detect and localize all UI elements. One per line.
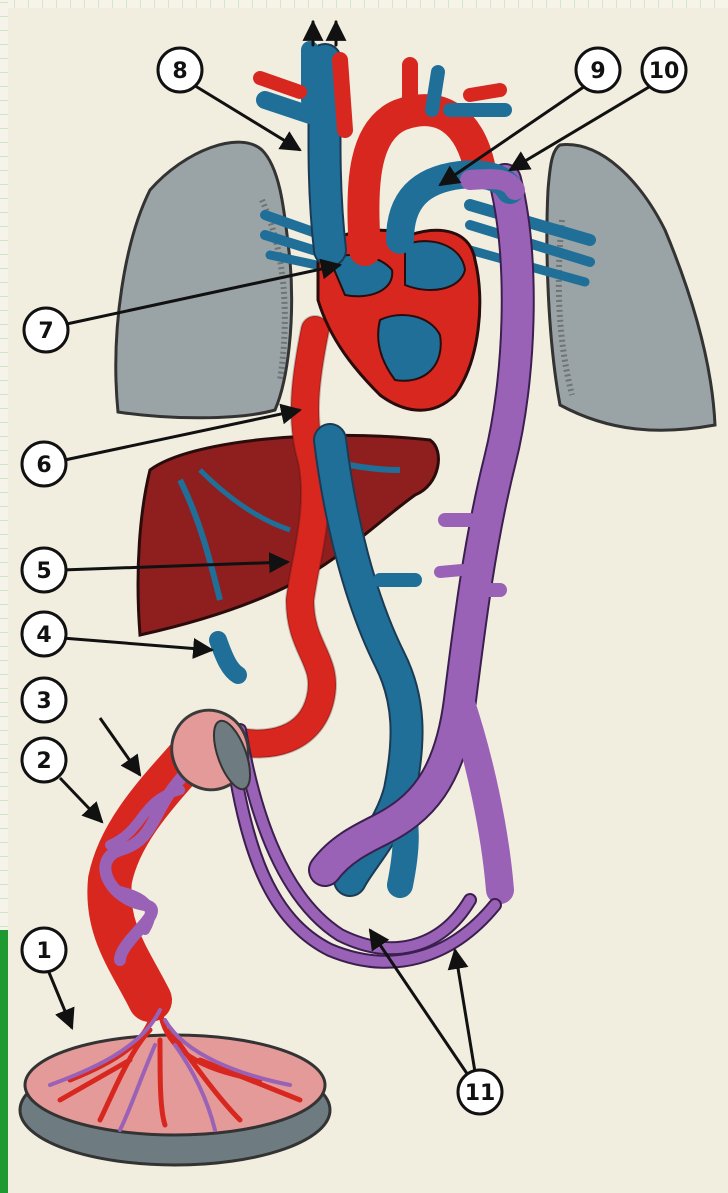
callout-8: 8 <box>158 48 202 92</box>
callout-6: 6 <box>22 442 66 486</box>
svg-text:9: 9 <box>590 59 605 84</box>
callout-9: 9 <box>576 48 620 92</box>
leader-2 <box>60 778 102 822</box>
leader-8 <box>192 84 300 150</box>
svg-text:7: 7 <box>38 319 53 344</box>
leader-3 <box>100 718 140 775</box>
callout-1: 1 <box>22 928 66 972</box>
callout-4: 4 <box>22 612 66 656</box>
placenta <box>20 1005 330 1165</box>
leader-1 <box>48 970 72 1028</box>
svg-text:1: 1 <box>36 939 51 964</box>
callout-3: 3 <box>22 678 66 722</box>
svg-text:11: 11 <box>465 1081 496 1106</box>
svg-text:4: 4 <box>36 623 51 648</box>
svg-text:6: 6 <box>36 453 51 478</box>
great-vessels <box>260 22 515 250</box>
svg-text:3: 3 <box>36 689 51 714</box>
callout-7: 7 <box>24 308 68 352</box>
callout-5: 5 <box>22 548 66 592</box>
right-lung <box>547 145 715 431</box>
svg-text:2: 2 <box>36 749 51 774</box>
callout-10: 10 <box>642 48 686 92</box>
umbilical-cord <box>105 750 200 1000</box>
svg-text:8: 8 <box>172 59 187 84</box>
leader-4 <box>62 638 212 650</box>
svg-text:10: 10 <box>649 59 680 84</box>
callout-2: 2 <box>22 738 66 782</box>
svg-text:5: 5 <box>36 559 51 584</box>
callout-11: 11 <box>458 1070 502 1114</box>
